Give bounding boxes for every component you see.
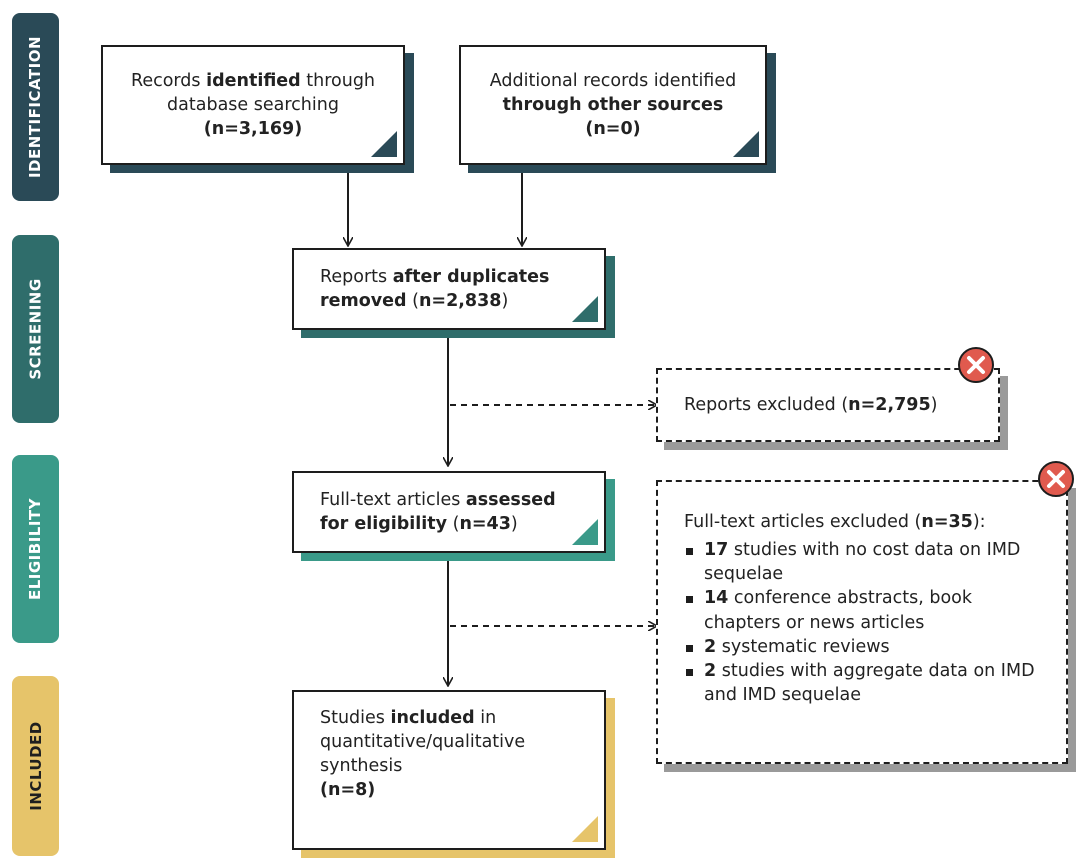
box-studies-included: Studies included in quantitative/qualita… bbox=[292, 690, 606, 850]
box-other-sources: Additional records identified through ot… bbox=[459, 45, 767, 165]
box-assessed-eligibility: Full-text articles assessed for eligibil… bbox=[292, 471, 606, 553]
excluded-x-icon bbox=[1038, 461, 1074, 497]
box-reports-excluded: Reports excluded (n=2,795) bbox=[656, 368, 1000, 442]
stage-identification: IDENTIFICATION bbox=[12, 13, 59, 201]
box-after-duplicates: Reports after duplicates removed (n=2,83… bbox=[292, 248, 606, 330]
corner-marker bbox=[572, 519, 598, 545]
stage-eligibility: ELIGIBILITY bbox=[12, 455, 59, 643]
list-item: 17 studies with no cost data on IMD sequ… bbox=[684, 538, 1048, 586]
corner-marker bbox=[371, 131, 397, 157]
list-item: 2 studies with aggregate data on IMD and… bbox=[684, 659, 1048, 707]
box-records-identified: Records identified through database sear… bbox=[101, 45, 405, 165]
fulltext-excluded-heading: Full-text articles excluded (n=35): bbox=[684, 512, 986, 532]
stage-screening: SCREENING bbox=[12, 235, 59, 423]
corner-marker bbox=[733, 131, 759, 157]
list-item: 14 conference abstracts, book chapters o… bbox=[684, 586, 1048, 634]
excluded-x-icon bbox=[958, 347, 994, 383]
list-item: 2 systematic reviews bbox=[684, 635, 1048, 659]
corner-marker bbox=[572, 816, 598, 842]
exclusion-reasons-list: 17 studies with no cost data on IMD sequ… bbox=[684, 538, 1048, 707]
stage-included: INCLUDED bbox=[12, 676, 59, 856]
corner-marker bbox=[572, 296, 598, 322]
box-fulltext-excluded: Full-text articles excluded (n=35): 17 s… bbox=[656, 480, 1068, 764]
